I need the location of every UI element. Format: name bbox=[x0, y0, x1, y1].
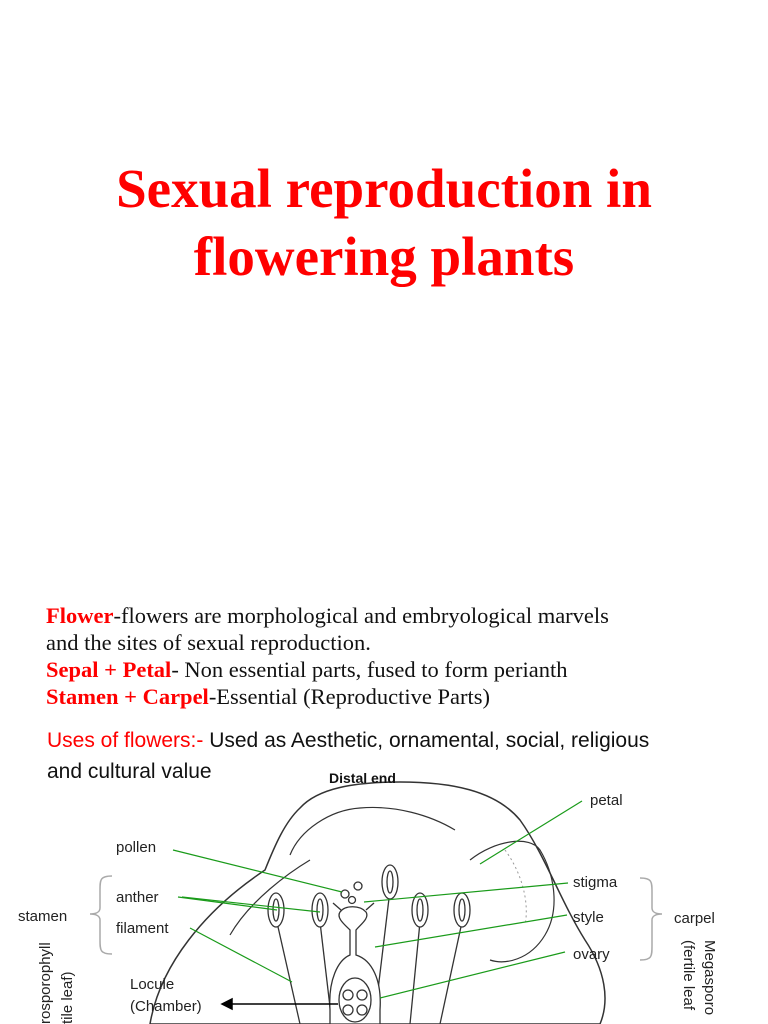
chamber-label: (Chamber) bbox=[130, 998, 202, 1015]
flower-term: Flower bbox=[46, 603, 114, 628]
title-line-1: Sexual reproduction in bbox=[116, 158, 652, 219]
petal-right bbox=[469, 840, 555, 963]
locule-arrow bbox=[220, 997, 338, 1011]
flower-diagram: Distal end petal pollen anther filament … bbox=[18, 770, 718, 1024]
fertile-leaf-right-label: (fertile leaf bbox=[680, 940, 697, 1011]
megasporophyll-label: Megasporo bbox=[701, 940, 718, 1015]
stamen-carpel-definition: Stamen + Carpel-Essential (Reproductive … bbox=[46, 683, 746, 710]
ovary-label: ovary bbox=[573, 946, 610, 963]
flower-definition: Flower-flowers are morphological and emb… bbox=[46, 602, 746, 629]
petal-top-inner bbox=[289, 806, 456, 856]
definitions-block: Flower-flowers are morphological and emb… bbox=[46, 602, 746, 710]
pollen-label: pollen bbox=[116, 839, 156, 856]
sepal-petal-term: Sepal + Petal bbox=[46, 657, 172, 682]
petal-label: petal bbox=[590, 792, 623, 809]
petal-shading bbox=[504, 849, 527, 926]
carpel-label: carpel bbox=[674, 910, 715, 927]
sepal-petal-definition: Sepal + Petal- Non essential parts, fuse… bbox=[46, 656, 746, 683]
title-line-2: flowering plants bbox=[193, 226, 575, 287]
stamen-carpel-term: Stamen + Carpel bbox=[46, 684, 209, 709]
style-label: style bbox=[573, 909, 604, 926]
uses-line-2: and cultural value bbox=[47, 760, 212, 783]
stamen-carpel-def: -Essential (Reproductive Parts) bbox=[208, 684, 490, 709]
anther-label: anther bbox=[116, 889, 159, 906]
leader-lines bbox=[172, 800, 583, 999]
microsporophyll-label: rosporophyll bbox=[37, 942, 54, 1024]
uses-line-1: Uses of flowers:- Used as Aesthetic, orn… bbox=[47, 725, 747, 756]
page-title: Sexual reproduction in flowering plants bbox=[0, 155, 768, 291]
uses-of-flowers: Uses of flowers:- Used as Aesthetic, orn… bbox=[47, 725, 747, 787]
filament-label: filament bbox=[116, 920, 169, 937]
stamen-label: stamen bbox=[18, 908, 67, 925]
flower-definition-cont: and the sites of sexual reproduction. bbox=[46, 630, 371, 655]
uses-def-1: Used as Aesthetic, ornamental, social, r… bbox=[203, 729, 650, 752]
locule-label: Locule bbox=[130, 976, 174, 993]
sepal-petal-def: - Non essential parts, fused to form per… bbox=[171, 657, 568, 682]
pistil bbox=[329, 881, 381, 1024]
flower-outline bbox=[149, 781, 606, 1024]
uses-term: Uses of flowers:- bbox=[47, 729, 204, 752]
flower-def-line-1: -flowers are morphological and embryolog… bbox=[113, 603, 609, 628]
stigma-label: stigma bbox=[573, 874, 618, 891]
carpel-brace bbox=[639, 877, 663, 961]
stamen-brace bbox=[89, 875, 113, 955]
fertile-leaf-left-label: tile leaf) bbox=[59, 971, 76, 1024]
petal-left-inner bbox=[229, 859, 311, 936]
distal-end-label: Distal end bbox=[329, 770, 396, 786]
